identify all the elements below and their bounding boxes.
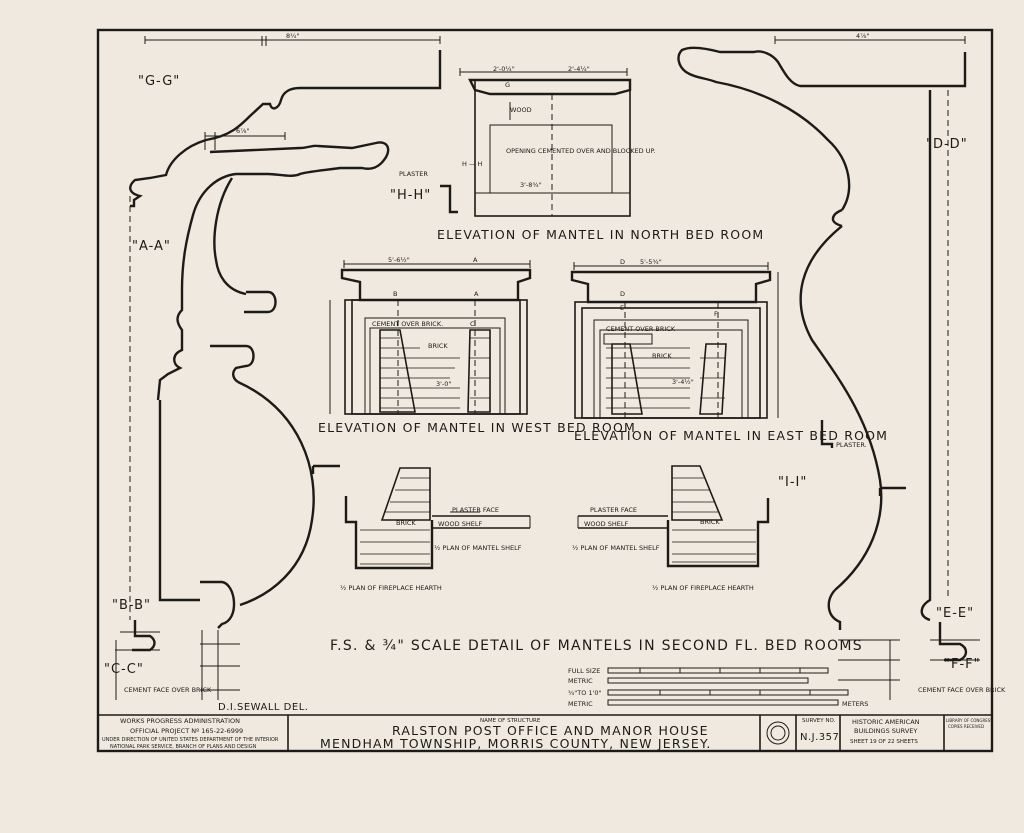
section-mark-f: F xyxy=(714,310,718,318)
title-plan-shelf-left: ½ PLAN OF MANTEL SHELF xyxy=(434,544,522,552)
sheet-border xyxy=(96,28,994,753)
dimension-north-right: 2'-4¼" xyxy=(568,65,590,73)
plan-left xyxy=(344,467,531,570)
dimension-north-bottom: 3'-8¾" xyxy=(520,181,542,189)
section-mark-a-west: A xyxy=(473,256,478,264)
section-mark-e: E xyxy=(620,304,624,312)
label-plaster-hh: PLASTER xyxy=(399,170,428,178)
label-brick-west: BRICK xyxy=(428,342,448,350)
section-mark-b: B xyxy=(393,290,397,298)
scale-meters: METERS xyxy=(842,700,868,708)
section-label-bb: "B-B" xyxy=(112,598,151,613)
scale-full-size: FULL SIZE xyxy=(568,667,600,675)
label-wood-shelf-left: WOOD SHELF xyxy=(438,520,482,528)
section-label-hh: "H-H" xyxy=(390,188,431,203)
section-mark-d: D xyxy=(620,258,625,266)
profile-gg xyxy=(129,36,442,208)
title-west-elevation: ELEVATION OF MANTEL IN WEST BED ROOM xyxy=(318,420,636,435)
elevation-east-mantel xyxy=(570,262,779,419)
note-opening-cemented: OPENING CEMENTED OVER AND BLOCKED UP. xyxy=(506,147,655,155)
survey-number: N.J.357 xyxy=(800,732,839,743)
label-wood: WOOD xyxy=(510,106,532,114)
dimension-aa-width: 6⅞" xyxy=(236,127,249,135)
label-brick-east: BRICK xyxy=(652,352,672,360)
dimension-west-top: 5'-6½" xyxy=(388,256,410,264)
label-plaster-ii: PLASTER. xyxy=(836,441,867,449)
section-mark-g: G xyxy=(505,81,510,89)
label-brick-plan-right: BRICK xyxy=(700,518,720,526)
title-east-elevation: ELEVATION OF MANTEL IN EAST BED ROOM xyxy=(574,428,888,443)
dimension-east-top: 5'-5¾" xyxy=(640,258,662,266)
habs-line-2: BUILDINGS SURVEY xyxy=(854,727,917,735)
section-label-dd: "D-D" xyxy=(926,137,968,152)
profile-bb-cc xyxy=(115,620,160,700)
dimension-east-center: 3'-4½" xyxy=(672,378,694,386)
title-north-elevation: ELEVATION OF MANTEL IN NORTH BED ROOM xyxy=(437,227,764,242)
profile-ii xyxy=(820,420,834,448)
profile-ee-ff xyxy=(930,622,980,662)
main-drawing-title: F.S. & ¾" SCALE DETAIL OF MANTELS IN SEC… xyxy=(330,638,863,654)
section-label-ee: "E-E" xyxy=(936,606,974,621)
drafter-credit: D.I.SEWALL DEL. xyxy=(218,702,308,713)
section-mark-d-2: D xyxy=(620,290,625,298)
note-cement-over-brick-east: CEMENT OVER BRICK xyxy=(606,325,676,333)
note-cement-face-left: CEMENT FACE OVER BRICK xyxy=(124,686,212,694)
scale-metric-1: METRIC xyxy=(568,677,593,685)
dimension-gg-width: 8¼" xyxy=(286,32,299,40)
section-mark-hh: H — H xyxy=(462,160,483,168)
dimension-north-left: 2'-0¼" xyxy=(493,65,515,73)
elevation-north-mantel xyxy=(440,68,632,217)
direction-line-1: UNDER DIRECTION OF UNITED STATES DEPARTM… xyxy=(102,737,279,743)
scale-three-quarter: ¾"TO 1'0" xyxy=(568,689,602,697)
section-label-ff: "F-F" xyxy=(944,657,981,672)
label-brick-plan-left: BRICK xyxy=(396,519,416,527)
section-mark-a-west-2: A xyxy=(474,290,479,298)
section-label-aa: "A-A" xyxy=(132,239,171,254)
scale-metric-2: METRIC xyxy=(568,700,593,708)
note-cement-over-brick-west: CEMENT OVER BRICK. xyxy=(372,320,443,328)
label-plaster-face-left: PLASTER FACE xyxy=(452,506,499,514)
note-cement-face-right: CEMENT FACE OVER BRICK xyxy=(918,686,1006,694)
structure-location: MENDHAM TOWNSHIP, MORRIS COUNTY, NEW JER… xyxy=(320,736,712,751)
label-wood-shelf-right: WOOD SHELF xyxy=(584,520,628,528)
section-label-ii: "I-I" xyxy=(778,475,807,490)
elevation-west-mantel xyxy=(329,260,532,415)
survey-number-label: SURVEY NO. xyxy=(802,718,836,724)
section-label-cc: "C-C" xyxy=(104,662,144,677)
dimension-dd-width: 4⅞" xyxy=(856,32,869,40)
profile-dd xyxy=(677,36,967,700)
title-block xyxy=(287,715,945,751)
seal-icon xyxy=(766,721,790,745)
section-label-gg: "G-G" xyxy=(138,74,180,89)
library-line-1: LIBRARY OF CONGRESS xyxy=(946,718,993,723)
sheet-number: SHEET 19 OF 22 SHEETS xyxy=(850,739,918,745)
habs-line-1: HISTORIC AMERICAN xyxy=(852,718,920,726)
agency-name: WORKS PROGRESS ADMINISTRATION xyxy=(120,717,240,725)
title-plan-hearth-right: ½ PLAN OF FIREPLACE HEARTH xyxy=(652,584,754,592)
profile-aa xyxy=(129,132,390,700)
structure-name-label: NAME OF STRUCTURE xyxy=(480,718,541,724)
section-mark-c: C xyxy=(470,320,475,328)
title-plan-hearth-left: ½ PLAN OF FIREPLACE HEARTH xyxy=(340,584,442,592)
direction-line-2: NATIONAL PARK SERVICE, BRANCH OF PLANS A… xyxy=(110,744,257,750)
project-number: OFFICIAL PROJECT Nº 165-22-6999 xyxy=(130,727,243,735)
label-plaster-face-right: PLASTER FACE xyxy=(590,506,637,514)
title-plan-shelf-right: ½ PLAN OF MANTEL SHELF xyxy=(572,544,660,552)
scale-bars xyxy=(607,667,849,706)
plan-right xyxy=(577,465,770,568)
dimension-west-center: 3'-0" xyxy=(436,380,451,388)
library-line-2: COPIES RECEIVED xyxy=(948,724,984,729)
structure-name: RALSTON POST OFFICE AND MANOR HOUSE xyxy=(392,723,709,738)
